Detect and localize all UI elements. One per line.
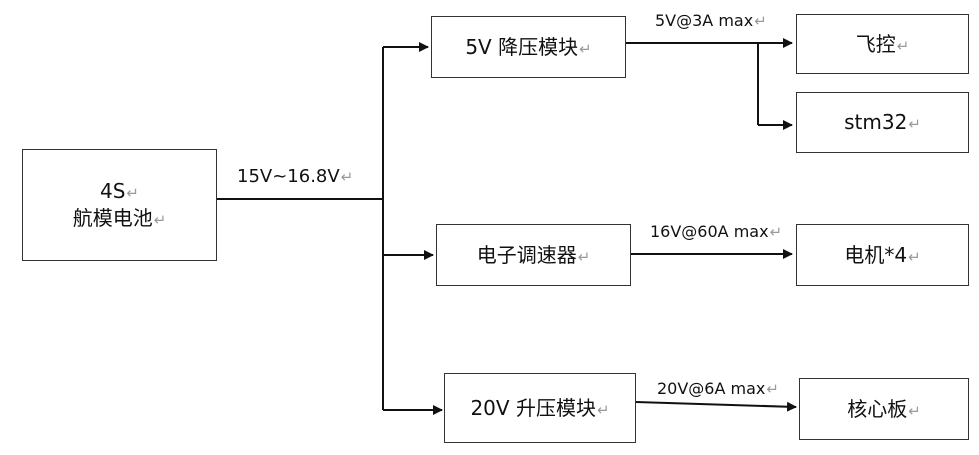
boost-20v-module-label: 20V 升压模块 [470, 395, 596, 420]
esc-output-label: 16V@60A max↵ [650, 222, 783, 241]
esc-box: 电子调速器↵ [436, 224, 631, 286]
core-board-box: 核心板↵ [799, 378, 969, 440]
core-board-label: 核心板 [847, 396, 908, 421]
motors-box: 电机*4↵ [796, 224, 969, 286]
battery-box: 4S↵ 航模电池↵ [22, 149, 217, 261]
battery-name-label: 航模电池↵ [72, 206, 167, 230]
stm32-label: stm32 [844, 110, 908, 134]
flight-controller-label: 飞控 [855, 31, 896, 56]
battery-type-label: 4S↵ [100, 179, 139, 203]
boost-20v-module-box: 20V 升压模块↵ [444, 373, 636, 443]
stm32-box: stm32↵ [796, 92, 969, 153]
boost-output-label: 20V@6A max↵ [657, 379, 779, 398]
esc-label: 电子调速器 [476, 242, 577, 267]
motors-label: 电机*4 [844, 242, 908, 267]
buck-output-label: 5V@3A max↵ [655, 11, 767, 30]
flight-controller-box: 飞控↵ [796, 14, 969, 74]
buck-5v-module-box: 5V 降压模块↵ [431, 16, 626, 78]
bus-voltage-label: 15V~16.8V↵ [237, 166, 354, 187]
buck-5v-module-label: 5V 降压模块 [465, 34, 579, 59]
boost-to-core-board-arrow [635, 401, 797, 412]
